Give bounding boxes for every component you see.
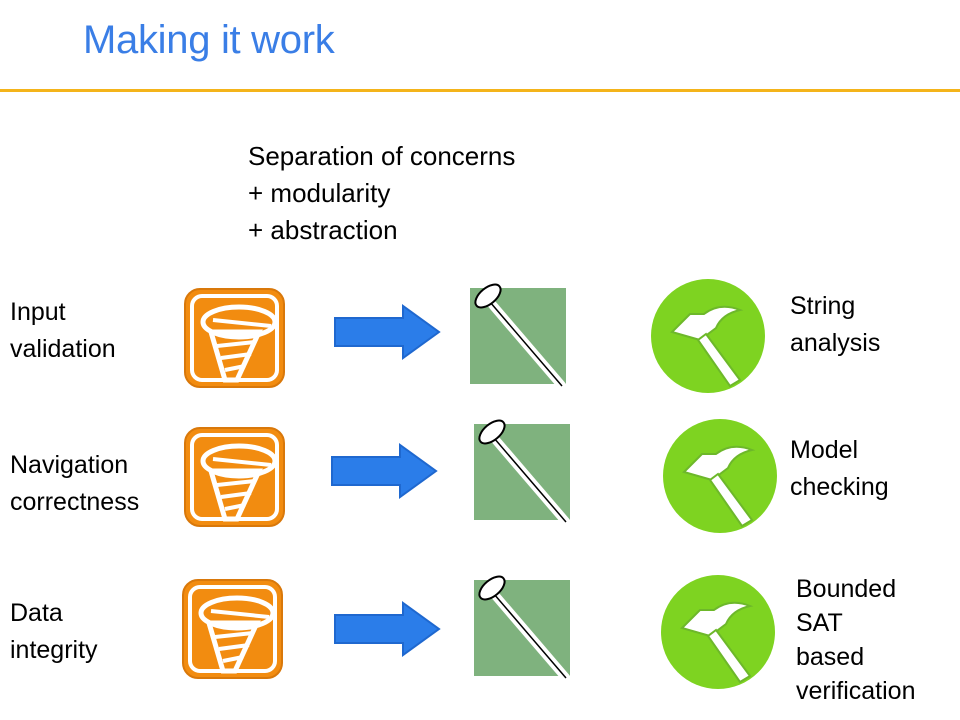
arrow-right-icon: [333, 304, 443, 360]
hammer-icon: [660, 416, 780, 536]
nail-icon: [472, 574, 572, 684]
principles-list: Separation of concerns + modularity + ab…: [248, 138, 515, 249]
title-divider: [0, 89, 960, 92]
screw-icon: [181, 425, 288, 529]
technique-label: Model checking: [790, 436, 889, 501]
hammer-icon: [658, 572, 778, 692]
problem-label: Input validation: [10, 298, 116, 363]
principle-line: + abstraction: [248, 215, 398, 245]
slide-title: Making it work: [83, 18, 335, 62]
problem-label: Navigation correctness: [10, 451, 140, 516]
arrow-right-icon: [330, 443, 440, 499]
screw-icon: [179, 577, 286, 681]
technique-label: String analysis: [790, 292, 881, 357]
screw-icon: [181, 286, 288, 390]
nail-icon: [472, 418, 572, 528]
nail-icon: [468, 282, 568, 392]
principle-line: Separation of concerns: [248, 141, 516, 171]
technique-label: Bounded SAT based verification: [796, 575, 916, 705]
hammer-icon: [648, 276, 768, 396]
principle-line: + modularity: [248, 178, 391, 208]
problem-label: Data integrity: [10, 599, 98, 664]
arrow-right-icon: [333, 601, 443, 657]
